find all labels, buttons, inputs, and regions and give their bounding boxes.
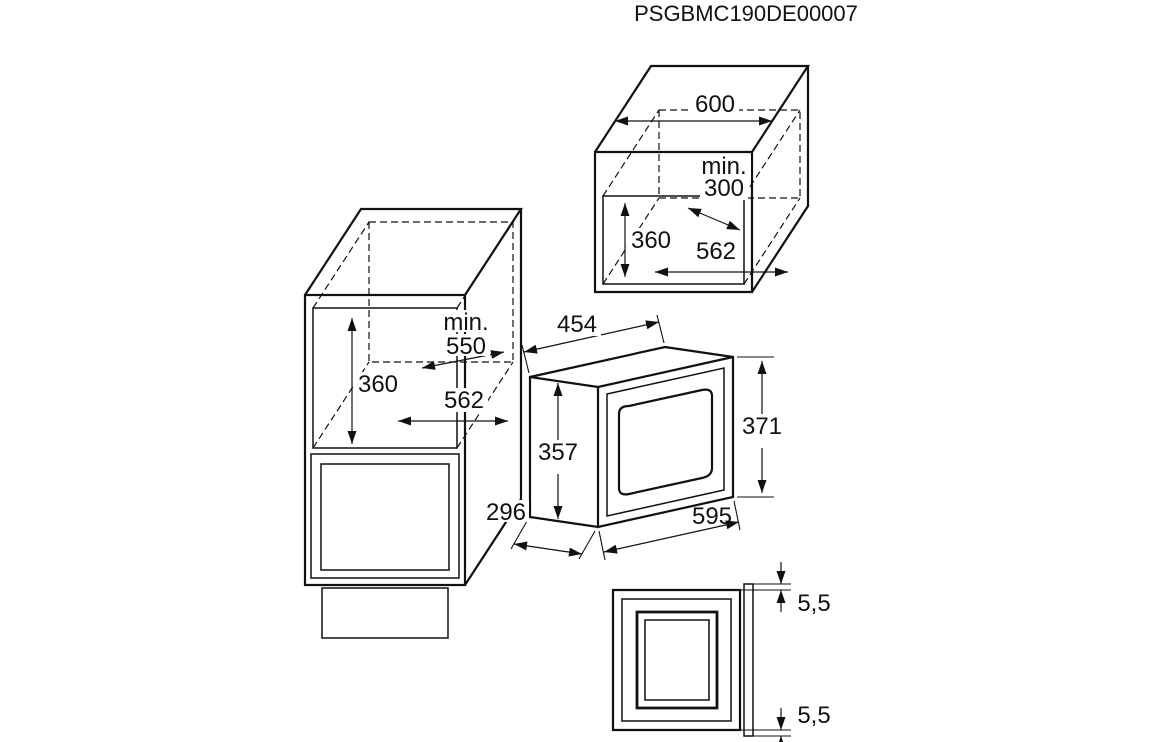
wall-cabinet-outline bbox=[593, 64, 811, 294]
tall-cabinet-hidden-edges bbox=[312, 221, 514, 449]
dim-wall-cabinet-width-label: 600 bbox=[691, 91, 739, 118]
dim-top-gap-value: 5,5 bbox=[797, 590, 830, 617]
dim-line-microwave-front-width bbox=[603, 520, 740, 554]
wall-cabinet-drawing: 600 min. 300 360 562 bbox=[593, 64, 811, 294]
dim-microwave-front-width-label: 595 bbox=[692, 503, 732, 530]
dim-tall-height-value: 360 bbox=[358, 371, 398, 398]
label-backdrop bbox=[440, 388, 488, 412]
dim-wall-depth-value: 300 bbox=[704, 175, 744, 202]
dim-line-microwave-depth bbox=[513, 541, 583, 557]
dim-ext-microwave-front-height bbox=[737, 356, 774, 498]
detail-appliance-body bbox=[635, 610, 719, 710]
dim-ext-microwave-depth bbox=[510, 520, 596, 560]
model-number: PSGBMC190DE00007 bbox=[634, 1, 858, 26]
label-backdrop bbox=[442, 334, 490, 356]
detail-reference-lines bbox=[740, 583, 791, 737]
dim-wall-width-value: 600 bbox=[695, 91, 735, 118]
dim-ext-microwave-front-width bbox=[598, 500, 741, 561]
dim-wall-height-value: 360 bbox=[631, 227, 671, 254]
label-backdrop bbox=[354, 372, 402, 396]
tall-cabinet-outline bbox=[303, 207, 524, 587]
label-backdrop bbox=[627, 228, 675, 252]
dim-microwave-top-width-label: 454 bbox=[553, 311, 601, 338]
label-backdrop bbox=[553, 312, 601, 336]
dim-wall-niche-width-value: 562 bbox=[696, 238, 736, 265]
dim-ext-wall-width bbox=[598, 114, 777, 147]
tall-cabinet-drawing: min. 550 360 562 bbox=[303, 207, 524, 639]
dim-wall-cabinet-niche-width-label: 562 bbox=[692, 238, 740, 265]
label-backdrop bbox=[692, 239, 740, 263]
dim-ext-microwave-top-width bbox=[521, 314, 665, 374]
dim-tall-depth-min: min. bbox=[443, 309, 488, 336]
microwave-door-window bbox=[617, 388, 714, 496]
label-backdrop bbox=[700, 178, 748, 200]
dim-microwave-side-height-label: 357 bbox=[534, 439, 582, 466]
dim-microwave-top-width-value: 454 bbox=[557, 311, 597, 338]
dim-line-microwave-top-width bbox=[523, 320, 660, 354]
dim-tall-depth-value: 550 bbox=[446, 333, 486, 360]
dim-detail-bottom-gap-label: 5,5 bbox=[797, 702, 830, 729]
label-backdrop bbox=[483, 500, 529, 522]
dim-microwave-front-height-label: 371 bbox=[738, 413, 786, 440]
dim-wall-cabinet-height-label: 360 bbox=[627, 227, 675, 254]
dim-tall-width-value: 562 bbox=[444, 387, 484, 414]
dim-tall-cabinet-height-label: 360 bbox=[354, 371, 402, 398]
microwave-door-frame bbox=[606, 367, 725, 517]
label-backdrop bbox=[534, 440, 582, 464]
dim-wall-cabinet-depth-label: min. 300 bbox=[697, 153, 751, 202]
label-backdrop bbox=[697, 156, 751, 178]
wall-cabinet-hidden-edges bbox=[602, 109, 801, 285]
dim-microwave-depth-label: 296 bbox=[483, 499, 529, 526]
dim-bottom-gap-value: 5,5 bbox=[797, 702, 830, 729]
microwave-drawing: 454 357 371 296 595 bbox=[483, 311, 786, 561]
dim-microwave-front-height-value: 371 bbox=[742, 413, 782, 440]
dim-line-tall-cabinet-depth bbox=[421, 350, 505, 370]
mounting-detail-drawing: 5,5 5,5 bbox=[611, 562, 831, 742]
microwave-body bbox=[528, 345, 735, 529]
dim-tall-cabinet-width-label: 562 bbox=[440, 387, 488, 414]
dim-microwave-depth-value: 296 bbox=[486, 499, 526, 526]
dim-microwave-side-height-value: 357 bbox=[538, 439, 578, 466]
tall-cabinet-door bbox=[310, 453, 460, 579]
dim-tall-cabinet-depth-label: min. 550 bbox=[440, 309, 492, 360]
dim-detail-top-gap-label: 5,5 bbox=[797, 590, 830, 617]
label-backdrop bbox=[691, 92, 739, 116]
dim-wall-depth-min: min. bbox=[701, 153, 746, 180]
detail-inner-frames bbox=[621, 598, 732, 722]
dim-line-wall-depth bbox=[687, 207, 741, 231]
tall-cabinet-plinth bbox=[321, 587, 449, 639]
label-backdrop bbox=[440, 310, 492, 332]
dim-microwave-front-width-value: 595 bbox=[692, 503, 732, 530]
detail-door-panel bbox=[743, 583, 754, 737]
label-backdrop bbox=[738, 414, 786, 438]
